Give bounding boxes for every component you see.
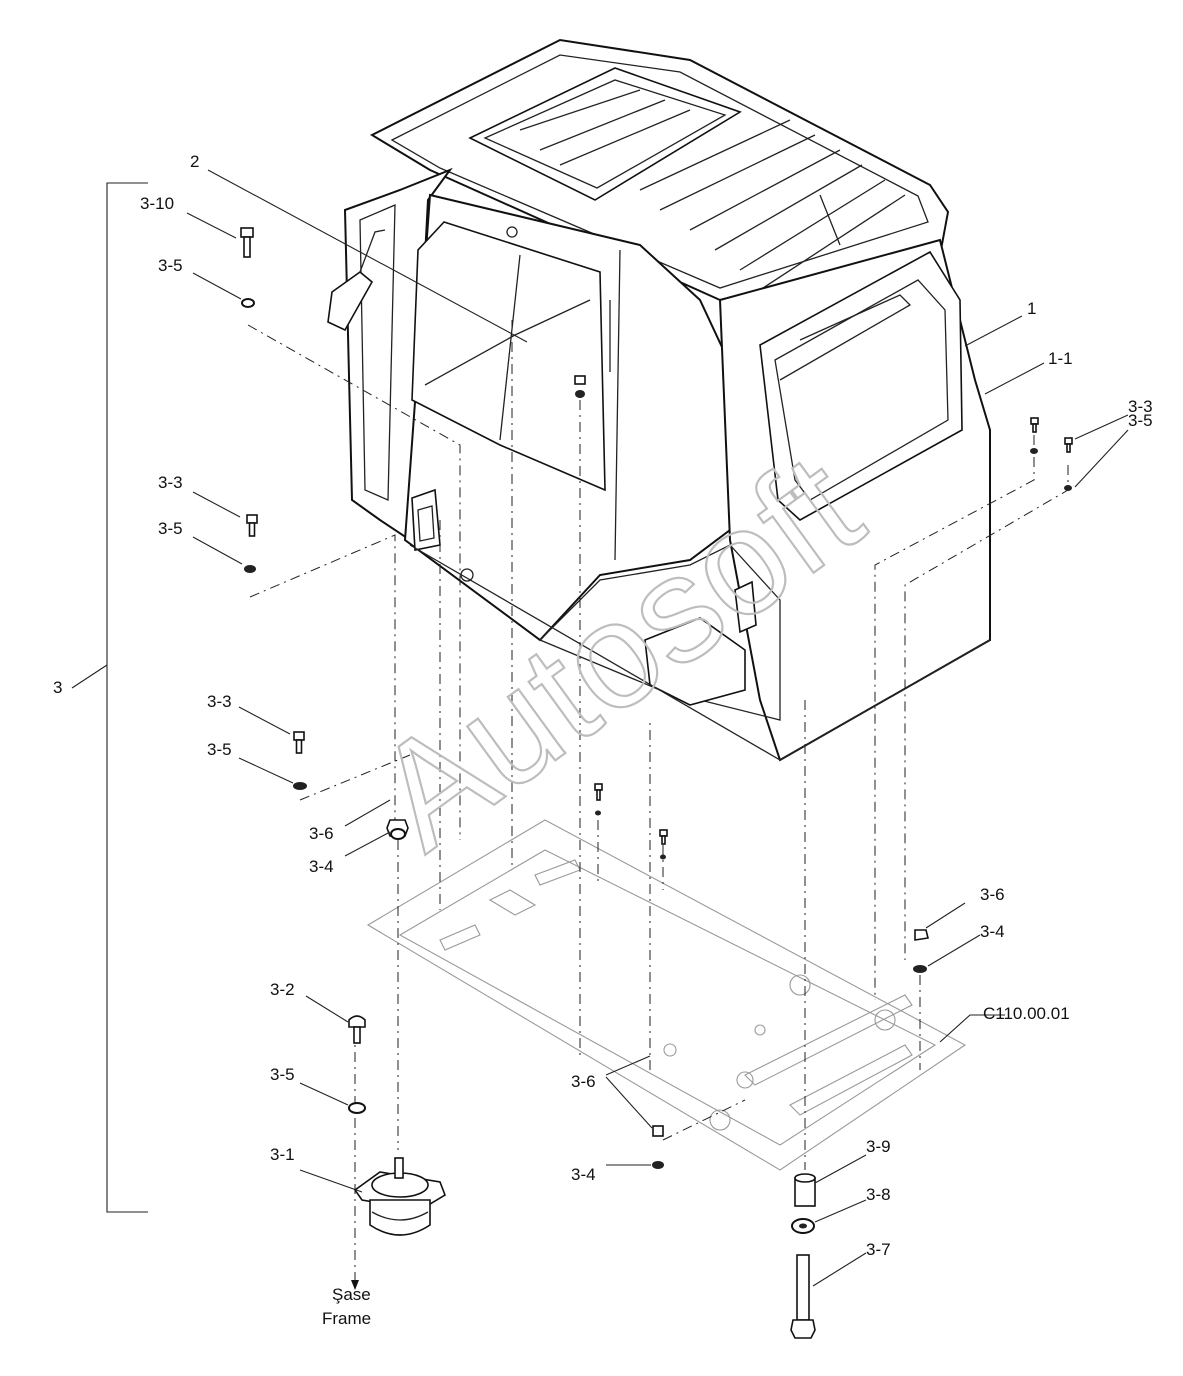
washer-3-4-b <box>913 965 927 973</box>
washer-3-5-e <box>348 1102 366 1114</box>
nut-3-6-b <box>914 929 929 941</box>
callout-3-1: 3-1 <box>270 1145 295 1164</box>
callout-3-4: 3-4 <box>309 857 334 876</box>
washer-3-5-a <box>241 298 255 308</box>
callout-3-5: 3-5 <box>207 740 232 759</box>
bolt-3-3-a <box>246 514 258 537</box>
callout-1: 1 <box>1027 299 1036 318</box>
callout-3-8: 3-8 <box>866 1185 891 1204</box>
callout-1-1: 1-1 <box>1048 349 1073 368</box>
callout-3-2: 3-2 <box>270 980 295 999</box>
callout-3-3: 3-3 <box>207 692 232 711</box>
base-plate <box>366 819 967 1171</box>
callout-3-3: 3-3 <box>158 473 183 492</box>
callout-3-9: 3-9 <box>866 1137 891 1156</box>
bolt-3-2 <box>348 1015 366 1044</box>
washer-3-5-d <box>1064 485 1072 491</box>
callout-3-4: 3-4 <box>571 1165 596 1184</box>
callout-3-7: 3-7 <box>866 1240 891 1259</box>
assembly-axis-lines <box>247 320 1069 1290</box>
callout-3-6: 3-6 <box>309 824 334 843</box>
callout-3-5: 3-5 <box>158 519 183 538</box>
assembly-bracket <box>106 182 148 1213</box>
washer-3-5-b <box>244 565 256 573</box>
callout-3-3: 3-3 <box>1128 397 1153 416</box>
spacer-3-9 <box>794 1173 816 1207</box>
washer-right-a <box>1030 448 1038 454</box>
callout-3-5: 3-5 <box>270 1065 295 1084</box>
callout-3-10: 3-10 <box>140 194 174 213</box>
bolt-3-7 <box>790 1254 816 1339</box>
callout-3-5: 3-5 <box>158 256 183 275</box>
bolt-3-10 <box>240 227 254 258</box>
callout-labels: 2 3-10 3-5 3-3 3-5 3 3-3 3-5 3-6 3-4 1 1… <box>53 152 1153 1328</box>
leader-lines <box>186 169 1129 1287</box>
callout-3-4: 3-4 <box>980 922 1005 941</box>
frame-label-line1: Şase <box>332 1285 371 1304</box>
assembly-reference: C110.00.01 <box>983 1004 1070 1023</box>
operator-cab <box>327 38 991 762</box>
washer-3-5-c <box>293 782 307 790</box>
frame-arrow-icon <box>351 1280 359 1290</box>
callout-3-6: 3-6 <box>980 885 1005 904</box>
frame-label-line2: Frame <box>322 1309 371 1328</box>
callout-3-6: 3-6 <box>571 1072 596 1091</box>
nut-3-6-c <box>652 1125 664 1137</box>
rubber-mount-3-1 <box>353 1157 446 1236</box>
bolt-3-3-c <box>1030 417 1073 453</box>
washer-3-4-c <box>652 1161 664 1169</box>
callout-2: 2 <box>190 152 199 171</box>
callout-3-5: 3-5 <box>1128 411 1153 430</box>
hardware <box>240 227 1073 1339</box>
bolt-3-3-b <box>293 731 305 754</box>
callout-3: 3 <box>53 678 62 697</box>
washer-3-4-a <box>390 828 406 840</box>
